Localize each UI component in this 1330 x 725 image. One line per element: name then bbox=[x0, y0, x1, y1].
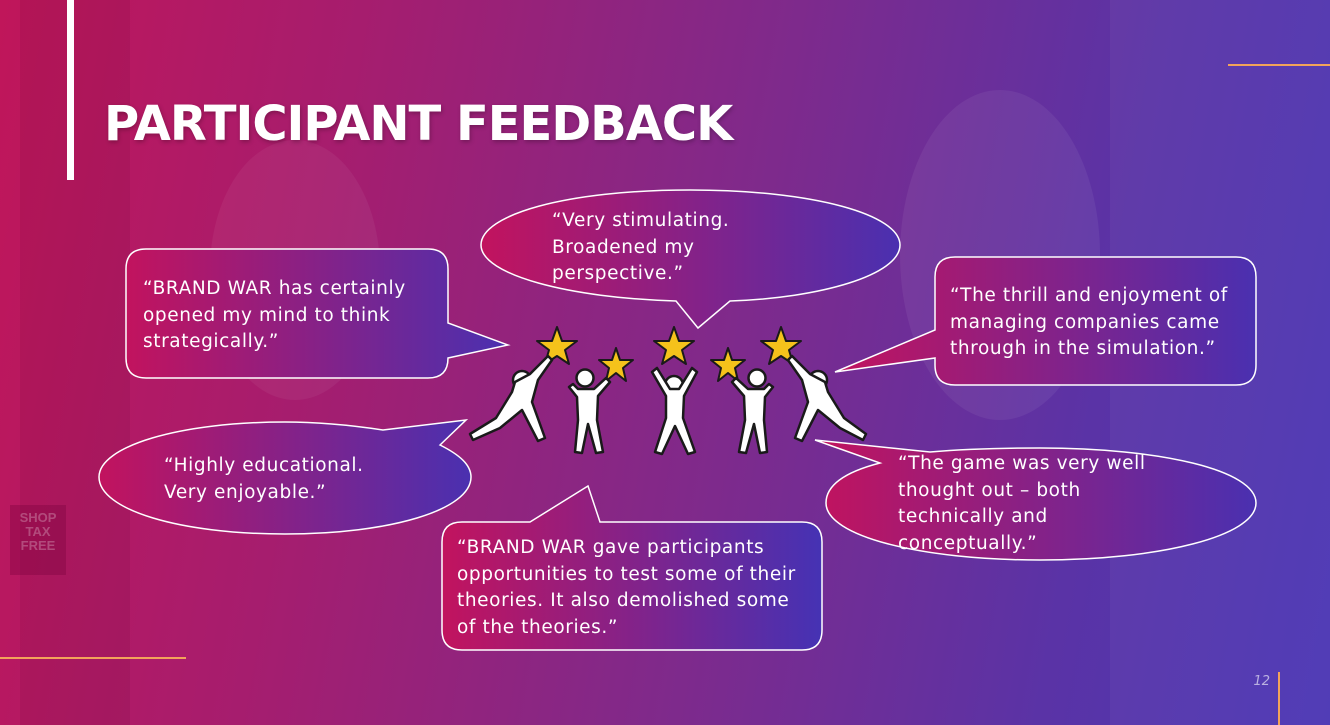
accent-bar-left bbox=[67, 0, 74, 180]
bubble-thrill bbox=[834, 256, 1257, 386]
bubble-stimulating bbox=[480, 189, 901, 330]
quote-stimulating: “Very stimulating. Broadened my perspect… bbox=[552, 210, 730, 284]
bubble-brand-war-mind bbox=[125, 248, 511, 379]
star-icon bbox=[760, 326, 802, 365]
quote-theories: “BRAND WAR gave participants opportuniti… bbox=[457, 537, 796, 638]
star-icon bbox=[710, 347, 746, 382]
bubble-game-thought bbox=[814, 439, 1257, 561]
accent-bar-right bbox=[1278, 672, 1280, 725]
background-pillar bbox=[20, 0, 130, 725]
people-reaching-for-stars-icon bbox=[468, 326, 868, 456]
quote-game-thought: “The game was very well thought out – bo… bbox=[898, 453, 1146, 554]
accent-line-bottom bbox=[0, 657, 186, 659]
quote-brand-war-mind: “BRAND WAR has certainly opened my mind … bbox=[143, 278, 406, 352]
page-number: 12 bbox=[1253, 674, 1270, 689]
star-icon bbox=[598, 347, 634, 382]
star-icon bbox=[653, 326, 695, 365]
star-icon bbox=[536, 326, 578, 365]
bubble-educational bbox=[98, 418, 472, 535]
background-shop-sign: SHOP TAX FREE bbox=[10, 505, 66, 575]
quote-thrill: “The thrill and enjoyment of managing co… bbox=[950, 285, 1228, 359]
bubble-theories bbox=[441, 484, 823, 651]
quote-educational: “Highly educational. Very enjoyable.” bbox=[164, 455, 364, 503]
slide-title: PARTICIPANT FEEDBACK bbox=[104, 96, 733, 152]
accent-line-top bbox=[1228, 64, 1330, 66]
